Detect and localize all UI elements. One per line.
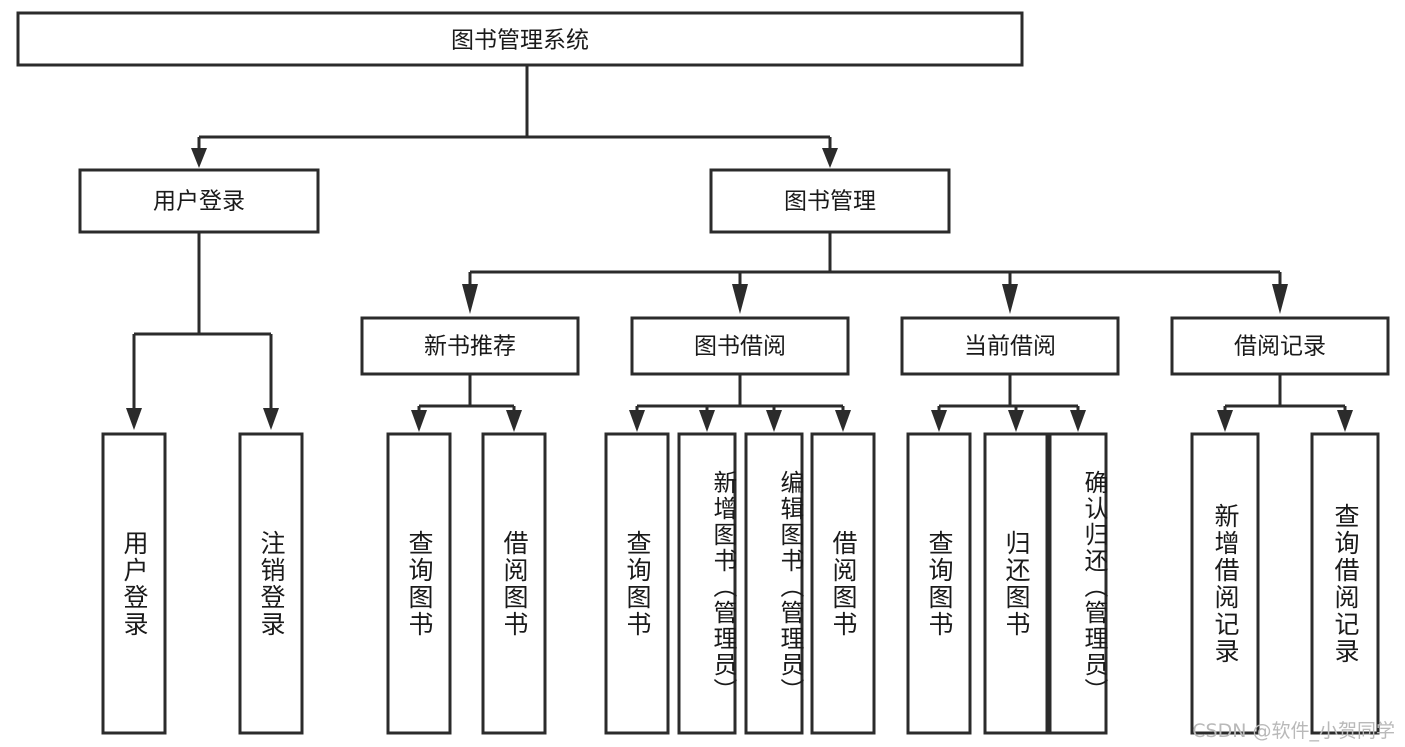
arrow-bb-leaf2-icon — [699, 410, 715, 432]
node-current-borrow[interactable]: 当前借阅 — [900, 316, 1120, 376]
arrow-bb-leaf3-icon — [766, 410, 782, 432]
leaf-box-borrow-book-bb[interactable] — [810, 432, 876, 735]
node-user-login-label: 用户登录 — [153, 189, 245, 215]
arrow-cb-leaf2-icon — [1008, 410, 1024, 432]
connector-book-mgmt-to-level3 — [462, 232, 1288, 314]
arrow-bb-leaf4-icon — [835, 410, 851, 432]
arrow-bb-leaf1-icon — [629, 410, 645, 432]
arrow-to-new-book-rec-icon — [462, 284, 478, 314]
arrow-to-borrow-record-icon — [1272, 284, 1288, 314]
node-book-management-label: 图书管理 — [784, 189, 876, 215]
leaf-box-return-book[interactable] — [983, 432, 1049, 735]
node-root-box[interactable] — [16, 11, 1024, 67]
arrow-br-leaf2-icon — [1337, 410, 1353, 432]
arrow-to-current-borrow-icon — [1002, 284, 1018, 314]
node-new-book-recommend[interactable]: 新书推荐 — [360, 316, 580, 376]
arrow-nbr-leaf1-icon — [411, 410, 427, 432]
node-root[interactable]: 图书管理系统 — [16, 11, 1024, 67]
connector-new-book-rec-to-leaves — [411, 374, 522, 432]
leaf-box-add-borrow-record[interactable] — [1190, 432, 1260, 735]
leaf-box-borrow-book-nbr[interactable] — [481, 432, 547, 735]
node-current-borrow-label: 当前借阅 — [964, 334, 1056, 360]
node-book-borrow-label: 图书借阅 — [694, 334, 786, 360]
leaf-box-query-book-cb[interactable] — [906, 432, 972, 735]
leaf-box-query-borrow-record[interactable] — [1310, 432, 1380, 735]
node-book-borrow[interactable]: 图书借阅 — [630, 316, 850, 376]
arrow-to-book-borrow-icon — [732, 284, 748, 314]
node-book-borrow-box[interactable] — [630, 316, 850, 376]
arrow-nbr-leaf2-icon — [506, 410, 522, 432]
connector-user-login-to-leaves — [126, 232, 279, 430]
leaf-box-user-login[interactable] — [101, 432, 167, 735]
arrow-user-login-leaf1-icon — [126, 408, 142, 430]
node-borrow-record[interactable]: 借阅记录 — [1170, 316, 1390, 376]
node-book-management-box[interactable] — [709, 168, 951, 234]
leaf-box-add-book-admin[interactable] — [677, 432, 737, 735]
arrow-to-user-login-icon — [191, 148, 207, 168]
node-book-management[interactable]: 图书管理 — [709, 168, 951, 234]
node-borrow-record-box[interactable] — [1170, 316, 1390, 376]
connector-root-to-level2 — [191, 65, 838, 168]
arrow-to-book-mgmt-icon — [822, 148, 838, 168]
leaf-box-logout[interactable] — [238, 432, 304, 735]
connector-book-borrow-to-leaves — [629, 374, 851, 432]
node-user-login[interactable]: 用户登录 — [78, 168, 320, 234]
connector-current-borrow-to-leaves — [931, 374, 1086, 432]
leaf-box-query-book-bb[interactable] — [604, 432, 670, 735]
arrow-user-login-leaf2-icon — [263, 408, 279, 430]
arrow-cb-leaf3-icon — [1070, 410, 1086, 432]
arrow-cb-leaf1-icon — [931, 410, 947, 432]
connector-borrow-record-to-leaves — [1217, 374, 1353, 432]
node-current-borrow-box[interactable] — [900, 316, 1120, 376]
node-root-label: 图书管理系统 — [451, 28, 589, 54]
arrow-br-leaf1-icon — [1217, 410, 1233, 432]
node-new-book-recommend-label: 新书推荐 — [424, 334, 516, 360]
node-borrow-record-label: 借阅记录 — [1234, 334, 1326, 360]
leaf-box-confirm-return-admin[interactable] — [1048, 432, 1108, 735]
node-new-book-recommend-box[interactable] — [360, 316, 580, 376]
leaf-box-edit-book-admin[interactable] — [744, 432, 804, 735]
leaf-box-query-book-nbr[interactable] — [386, 432, 452, 735]
